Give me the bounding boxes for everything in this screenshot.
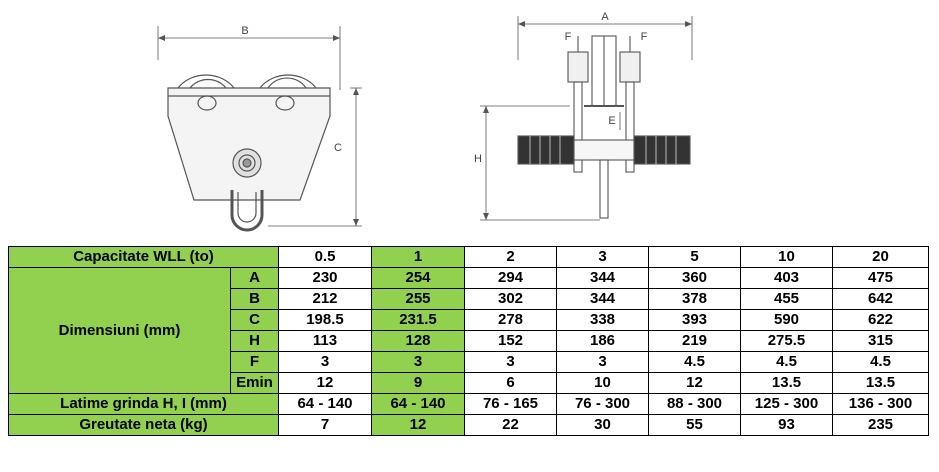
capacity-label: Capacitate WLL (to): [8, 246, 279, 268]
beam-width-label: Latime grinda H, I (mm): [8, 393, 279, 415]
table-cell: 64 - 140: [371, 393, 465, 415]
table-cell: 360: [648, 267, 741, 289]
side-label-e: E: [608, 115, 615, 127]
specification-table: Capacitate WLL (to) 0.5 1 2 3 5 10 20 Di…: [8, 246, 929, 436]
side-view-drawing: A F F H E: [474, 11, 693, 221]
table-cell: 7: [278, 414, 372, 436]
table-cell: 642: [832, 288, 929, 310]
side-label-h: H: [474, 153, 482, 165]
table-cell: 219: [648, 330, 741, 352]
dimensions-label: Dimensiuni (mm): [8, 267, 231, 394]
table-cell: 255: [371, 288, 465, 310]
table-cell: 3: [556, 351, 649, 373]
dimension-key: C: [230, 309, 279, 331]
dimension-row-emin: Emin 12 9 6 10 12 13.5 13.5: [9, 372, 929, 394]
capacity-row: Capacitate WLL (to) 0.5 1 2 3 5 10 20: [8, 246, 929, 268]
table-cell: 76 - 300: [556, 393, 649, 415]
table-cell: 590: [740, 309, 833, 331]
table-cell: 4.5: [832, 351, 929, 373]
table-cell: 10: [556, 372, 649, 394]
table-cell: 230: [278, 267, 372, 289]
table-cell: 275.5: [740, 330, 833, 352]
table-cell: 378: [648, 288, 741, 310]
table-cell: 302: [464, 288, 557, 310]
table-cell: 338: [556, 309, 649, 331]
table-cell: 30: [556, 414, 649, 436]
dimension-key: A: [230, 267, 279, 289]
table-cell: 55: [648, 414, 741, 436]
table-cell: 22: [464, 414, 557, 436]
table-cell: 344: [556, 267, 649, 289]
table-cell: 128: [371, 330, 465, 352]
front-view-drawing: B C: [157, 25, 362, 232]
table-cell: 3: [278, 351, 372, 373]
table-cell: 622: [832, 309, 929, 331]
side-label-a: A: [601, 11, 609, 23]
table-cell: 4.5: [740, 351, 833, 373]
beam-width-row: Latime grinda H, I (mm) 64 - 140 64 - 14…: [8, 393, 929, 415]
dimension-key: Emin: [230, 372, 279, 394]
table-cell: 294: [464, 267, 557, 289]
capacity-cell: 5: [648, 246, 741, 268]
capacity-cell: 2: [464, 246, 557, 268]
table-cell: 198.5: [278, 309, 372, 331]
table-cell: 235: [832, 414, 929, 436]
table-cell: 125 - 300: [740, 393, 833, 415]
capacity-cell: 20: [832, 246, 929, 268]
table-cell: 64 - 140: [278, 393, 372, 415]
side-label-f-right: F: [641, 31, 648, 43]
table-cell: 475: [832, 267, 929, 289]
technical-drawings: B C: [157, 11, 693, 232]
front-label-c: C: [334, 142, 342, 154]
table-cell: 315: [832, 330, 929, 352]
table-cell: 12: [371, 414, 465, 436]
table-cell: 12: [278, 372, 372, 394]
table-cell: 3: [464, 351, 557, 373]
table-cell: 113: [278, 330, 372, 352]
table-cell: 403: [740, 267, 833, 289]
capacity-cell: 1: [371, 246, 465, 268]
table-cell: 9: [371, 372, 465, 394]
table-cell: 13.5: [740, 372, 833, 394]
dimension-key: H: [230, 330, 279, 352]
table-cell: 344: [556, 288, 649, 310]
table-cell: 13.5: [832, 372, 929, 394]
table-cell: 231.5: [371, 309, 465, 331]
table-cell: 278: [464, 309, 557, 331]
capacity-cell: 3: [556, 246, 649, 268]
table-cell: 4.5: [648, 351, 741, 373]
table-cell: 455: [740, 288, 833, 310]
table-cell: 393: [648, 309, 741, 331]
table-cell: 212: [278, 288, 372, 310]
table-cell: 254: [371, 267, 465, 289]
capacity-cell: 10: [740, 246, 833, 268]
table-cell: 186: [556, 330, 649, 352]
dimension-key: B: [230, 288, 279, 310]
table-cell: 136 - 300: [832, 393, 929, 415]
weight-row: Greutate neta (kg) 7 12 22 30 55 93 235: [8, 414, 929, 436]
capacity-cell: 0.5: [278, 246, 372, 268]
table-cell: 76 - 165: [464, 393, 557, 415]
table-cell: 3: [371, 351, 465, 373]
table-cell: 88 - 300: [648, 393, 741, 415]
table-cell: 93: [740, 414, 833, 436]
dimension-row-a: Dimensiuni (mm) A 230 254 294 344 360 40…: [8, 267, 929, 394]
weight-label: Greutate neta (kg): [8, 414, 279, 436]
table-cell: 6: [464, 372, 557, 394]
table-cell: 12: [648, 372, 741, 394]
dimension-key: F: [230, 351, 279, 373]
table-cell: 152: [464, 330, 557, 352]
dimension-row-f: F 3 3 3 3 4.5 4.5 4.5: [9, 351, 929, 373]
front-label-b: B: [241, 25, 248, 37]
side-label-f-left: F: [565, 31, 572, 43]
